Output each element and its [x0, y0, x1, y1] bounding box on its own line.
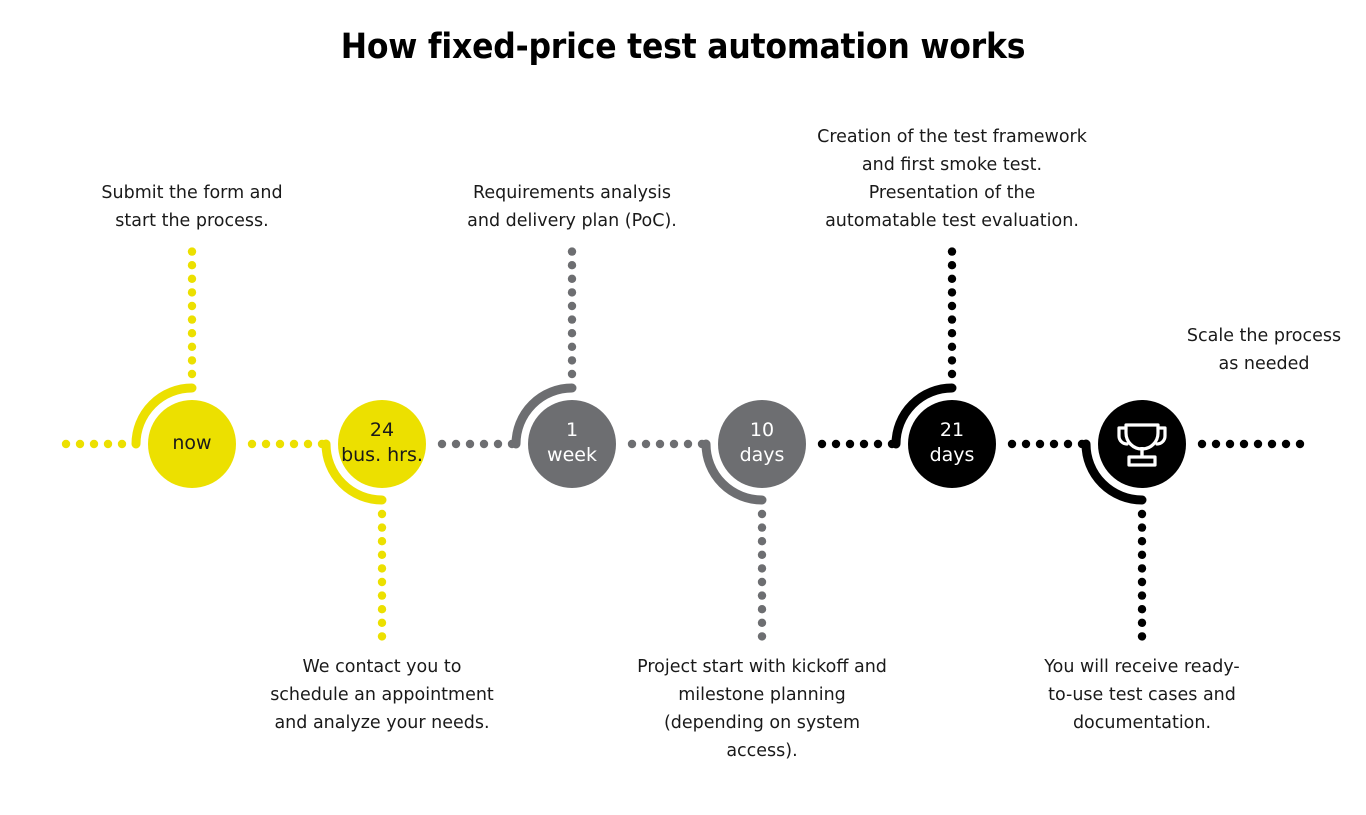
- timeline-arc-1: [131, 383, 197, 449]
- timeline-connector-4: [627, 439, 707, 449]
- timeline-node-5[interactable]: [908, 400, 996, 488]
- timeline-stem-4: [757, 509, 767, 641]
- timeline-stem-5: [947, 247, 957, 379]
- timeline-connector-2: [247, 439, 327, 449]
- timeline-arc-3: [511, 383, 577, 449]
- timeline-step-description-6: You will receive ready-to-use test cases…: [1044, 657, 1240, 733]
- page-title: How fixed-price test automation works: [340, 27, 1026, 67]
- timeline-node-1[interactable]: [148, 400, 236, 488]
- timeline-stem-2: [377, 509, 387, 641]
- timeline-connector-3: [437, 439, 517, 449]
- timeline-node-3[interactable]: [528, 400, 616, 488]
- timeline-stem-1: [187, 247, 197, 379]
- timeline-arc-4: [701, 439, 767, 505]
- timeline-arc-5: [891, 383, 957, 449]
- timeline-connector-end: [1197, 439, 1305, 449]
- timeline-connector-6: [1007, 439, 1087, 449]
- trophy-icon: [1117, 423, 1167, 467]
- timeline-stem-3: [567, 247, 577, 379]
- timeline-connector-5: [817, 439, 897, 449]
- timeline-node-6[interactable]: [1098, 400, 1186, 488]
- timeline-node-4[interactable]: [718, 400, 806, 488]
- timeline-arc-2: [321, 439, 387, 505]
- timeline-node-2[interactable]: [338, 400, 426, 488]
- timeline-connector-1: [61, 439, 127, 449]
- timeline-stem-6: [1137, 509, 1147, 641]
- timeline-arc-6: [1081, 439, 1147, 505]
